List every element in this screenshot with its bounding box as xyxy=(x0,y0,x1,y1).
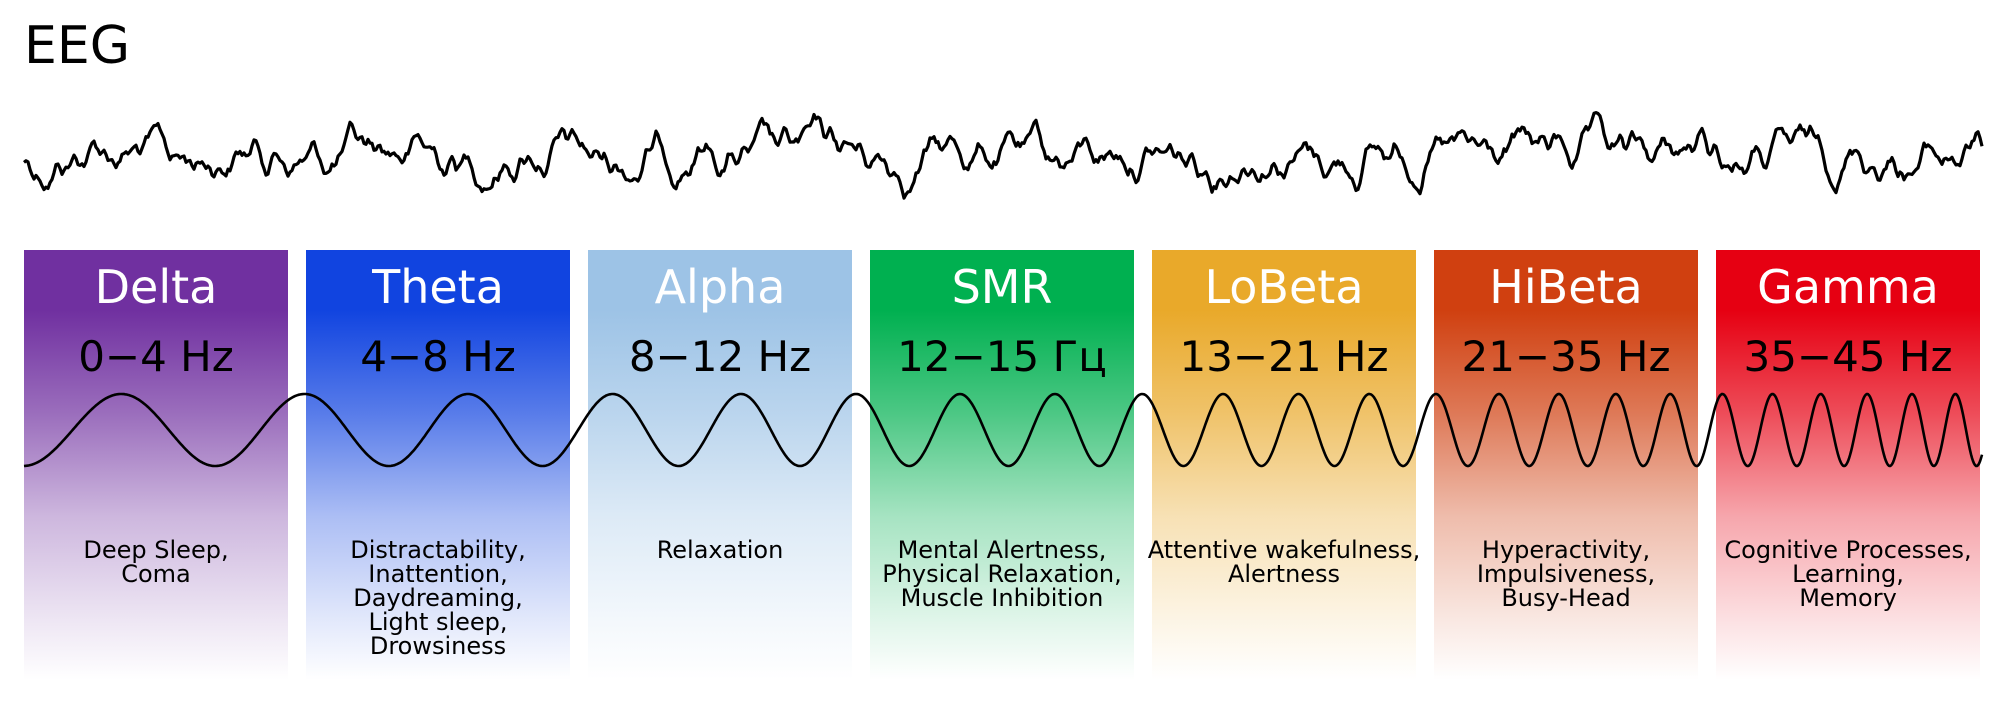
band-lobeta: LoBeta 13−21 Hz Attentive wakefulness, A… xyxy=(1148,250,1420,680)
band-description: Hyperactivity, Impulsiveness, Busy-Head xyxy=(1476,536,1656,612)
band-range: 0−4 Hz xyxy=(78,332,234,381)
band-description: Deep Sleep, Coma xyxy=(83,536,229,588)
band-name: Alpha xyxy=(654,260,786,314)
band-name: Theta xyxy=(372,260,504,314)
band-name: LoBeta xyxy=(1204,260,1364,314)
band-alpha: Alpha 8−12 Hz Relaxation xyxy=(588,250,852,680)
band-description: Attentive wakefulness, Alertness xyxy=(1147,536,1421,588)
band-name: HiBeta xyxy=(1489,260,1643,314)
band-range: 35−45 Hz xyxy=(1743,332,1953,381)
band-delta: Delta 0−4 Hz Deep Sleep, Coma xyxy=(24,250,288,680)
band-description: Mental Alertness, Physical Relaxation, M… xyxy=(882,536,1122,612)
band-hibeta: HiBeta 21−35 Hz Hyperactivity, Impulsive… xyxy=(1434,250,1698,680)
band-description: Cognitive Processes, Learning, Memory xyxy=(1724,536,1972,612)
band-name: Delta xyxy=(94,260,218,314)
band-range: 21−35 Hz xyxy=(1461,332,1671,381)
chirp-waveform xyxy=(23,392,1984,468)
band-theta: Theta 4−8 Hz Distractability, Inattentio… xyxy=(306,250,570,680)
eeg-signal-trace xyxy=(23,111,1984,200)
band-name: SMR xyxy=(951,260,1053,314)
band-range: 12−15 Гц xyxy=(897,332,1107,381)
band-range: 13−21 Hz xyxy=(1179,332,1389,381)
band-range: 8−12 Hz xyxy=(628,332,812,381)
band-name: Gamma xyxy=(1757,260,1939,314)
band-range: 4−8 Hz xyxy=(360,332,516,381)
band-description: Relaxation xyxy=(656,536,784,564)
band-description: Distractability, Inattention, Daydreamin… xyxy=(350,536,526,660)
page-title: EEG xyxy=(24,16,131,76)
